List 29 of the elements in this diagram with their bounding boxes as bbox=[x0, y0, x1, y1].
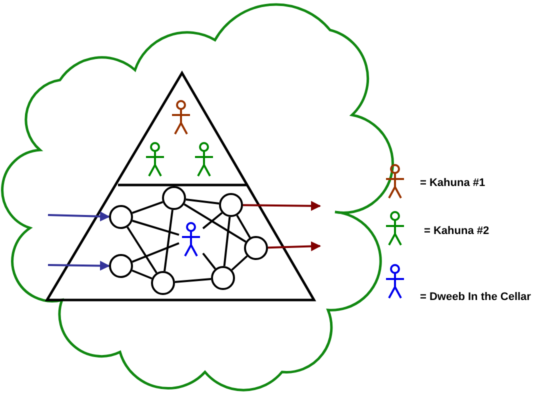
stick-figure-icon bbox=[181, 221, 201, 258]
network-node-circle bbox=[162, 186, 186, 210]
network-node-circle bbox=[244, 236, 268, 260]
connector-line bbox=[174, 278, 212, 283]
arrow bbox=[48, 211, 110, 222]
connector-line bbox=[132, 220, 180, 236]
connector-line bbox=[164, 210, 174, 272]
connector-line bbox=[132, 242, 180, 263]
arrow bbox=[48, 260, 110, 271]
connector-line bbox=[223, 216, 231, 266]
connector-line bbox=[202, 252, 216, 270]
connector-line bbox=[132, 201, 164, 214]
network-node-circle bbox=[109, 205, 133, 229]
legend-label: = Kahuna #1 bbox=[420, 177, 486, 189]
legend-label: = Kahuna #2 bbox=[424, 225, 490, 237]
arrow bbox=[242, 200, 321, 211]
connector-line bbox=[236, 214, 251, 238]
arrow bbox=[268, 241, 321, 252]
connector-line bbox=[184, 203, 246, 243]
network-node-circle bbox=[219, 193, 243, 217]
network-node-circle bbox=[109, 254, 133, 278]
connector-line bbox=[202, 212, 223, 230]
connector-line bbox=[186, 198, 220, 205]
network-node-circle bbox=[151, 271, 175, 295]
legend-label: = Dweeb In the Cellar bbox=[420, 291, 531, 303]
connector-line bbox=[231, 255, 248, 271]
connector-line bbox=[132, 270, 152, 280]
connector-line bbox=[126, 226, 158, 274]
network-node-circle bbox=[211, 266, 235, 290]
